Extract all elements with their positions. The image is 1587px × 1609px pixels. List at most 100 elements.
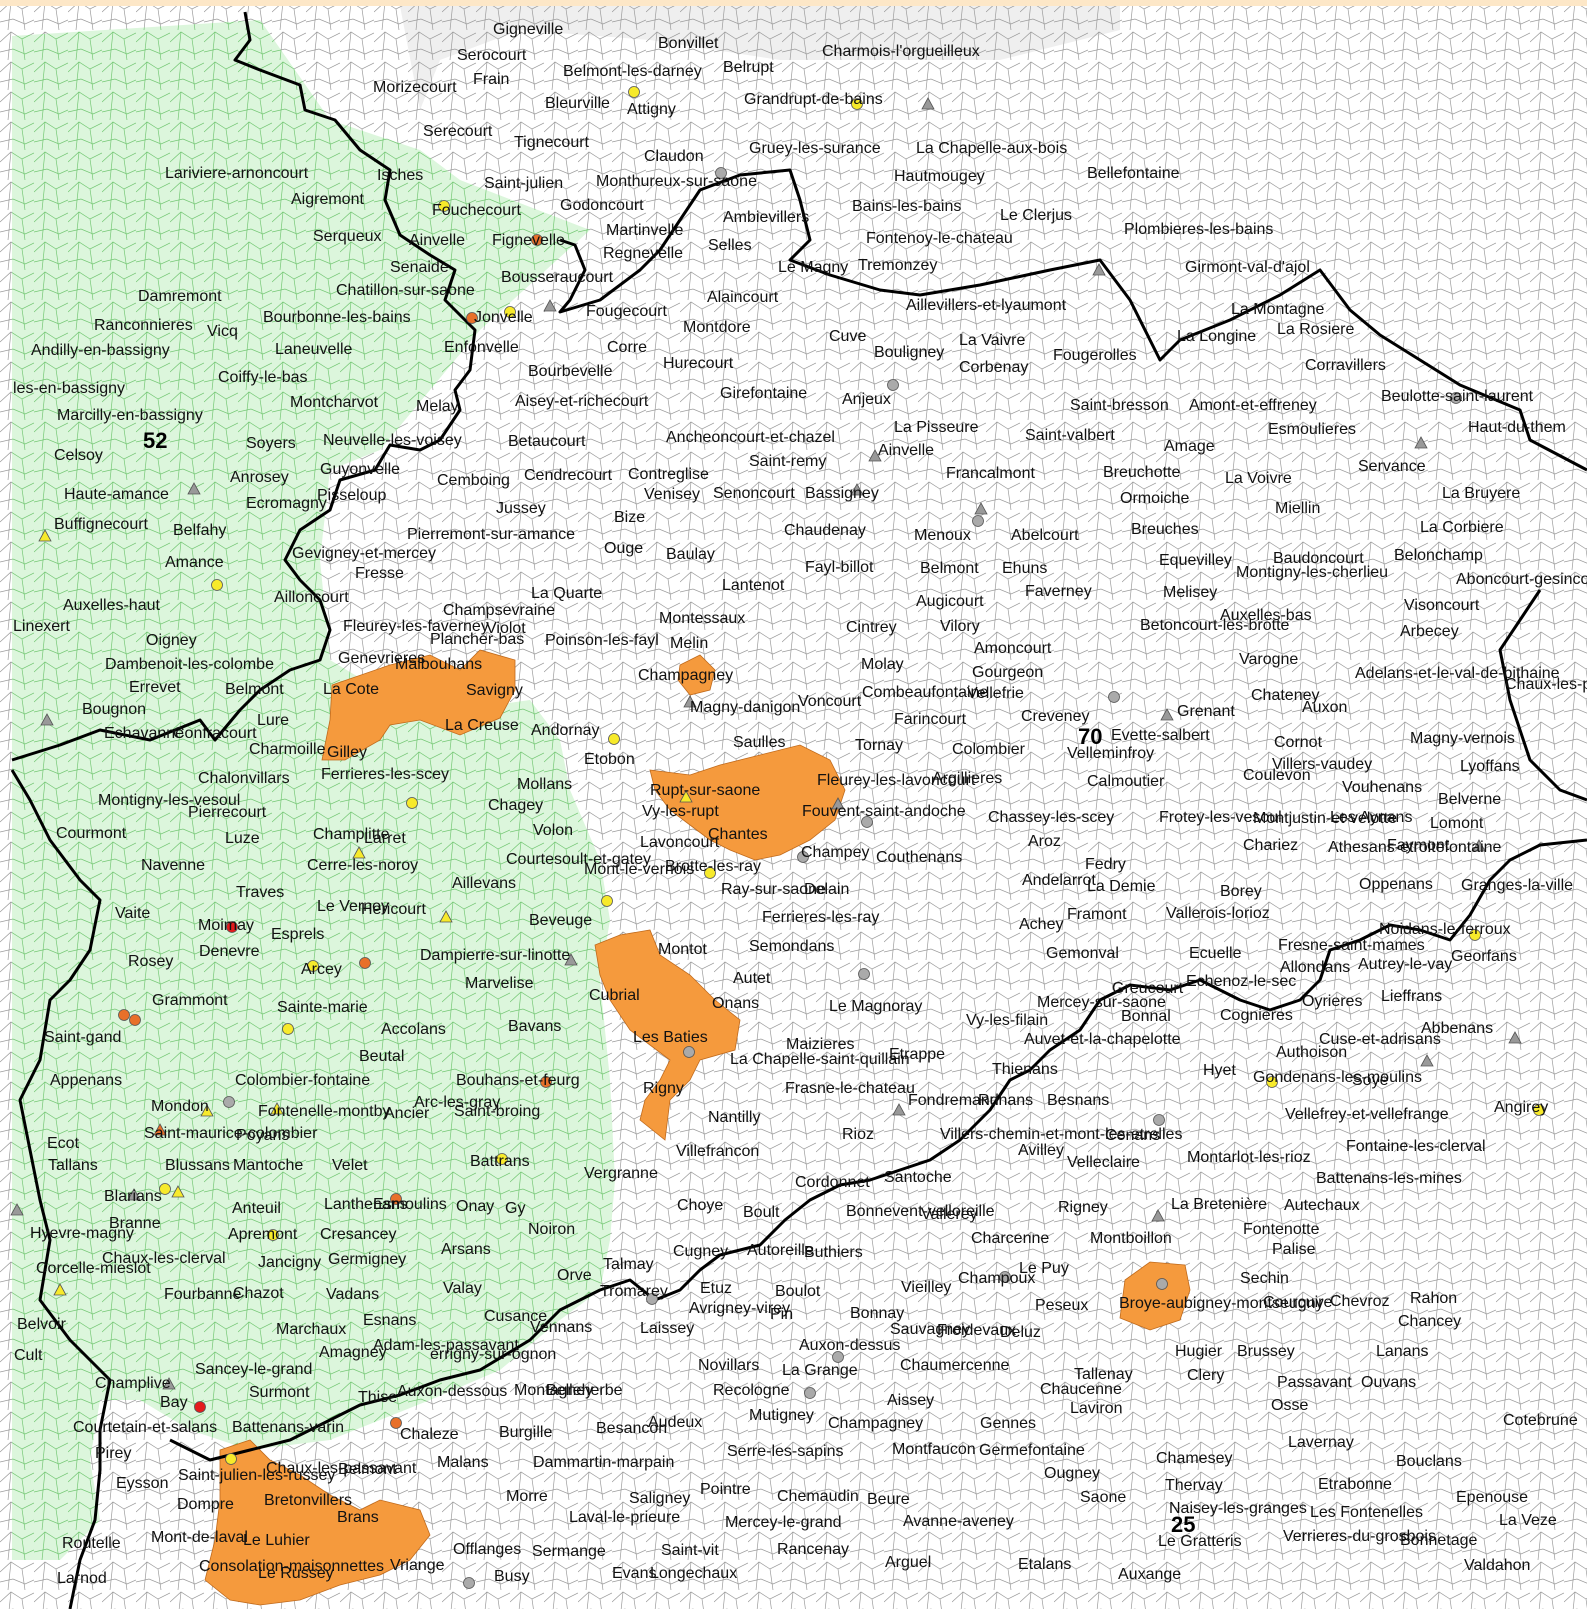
place-label: Plombieres-les-bains [1124,221,1273,238]
marker-circle-orange[interactable] [118,1009,130,1021]
marker-circle-yellow[interactable] [628,86,640,98]
marker-circle-gray[interactable] [861,816,873,828]
marker-triangle-gray[interactable] [921,97,935,110]
place-label: Fontaine-les-clerval [1346,1138,1486,1155]
marker-circle-orange[interactable] [390,1417,402,1429]
marker-triangle-yellow[interactable] [53,1283,67,1296]
marker-circle-yellow[interactable] [438,200,450,212]
marker-circle-gray[interactable] [646,1293,658,1305]
marker-circle-gray[interactable] [463,1577,475,1589]
marker-triangle-gray[interactable] [187,482,201,495]
marker-triangle-gray[interactable] [892,1103,906,1116]
marker-circle-orange[interactable] [129,1014,141,1026]
marker-triangle-gray[interactable] [831,797,845,810]
place-label: Brotte-les-ray [665,858,761,875]
marker-circle-gray[interactable] [858,968,870,980]
marker-circle-yellow[interactable] [406,797,418,809]
marker-triangle-yellow[interactable] [352,846,366,859]
marker-circle-yellow[interactable] [225,1453,237,1465]
marker-circle-orange[interactable] [531,234,543,246]
marker-circle-gray[interactable] [972,515,984,527]
place-label: Jussey [496,500,546,517]
place-label: Vergranne [584,1165,658,1182]
marker-circle-gray[interactable] [1108,691,1120,703]
marker-triangle-gray[interactable] [564,953,578,966]
place-label: Gennes [980,1415,1036,1432]
place-label: Greucourt [1112,980,1184,997]
marker-triangle-yellow[interactable] [38,529,52,542]
marker-circle-gray[interactable] [715,167,727,179]
marker-triangle-gray[interactable] [868,449,882,462]
marker-circle-orange[interactable] [540,1076,552,1088]
place-label: Creveney [1021,708,1089,725]
marker-circle-orange[interactable] [390,1193,402,1205]
marker-circle-yellow[interactable] [504,306,516,318]
place-label: Dompre [177,1496,234,1513]
marker-triangle-yellow[interactable] [270,1102,284,1115]
marker-circle-yellow[interactable] [496,1153,508,1165]
place-label: Vicq [207,323,238,340]
marker-circle-gray[interactable] [999,1271,1011,1283]
place-label: Saint-julien [484,175,563,192]
marker-circle-yellow[interactable] [1469,929,1481,941]
marker-circle-yellow[interactable] [267,1229,279,1241]
marker-triangle-gray[interactable] [40,713,54,726]
marker-triangle-gray[interactable] [1420,1054,1434,1067]
marker-circle-gray[interactable] [832,1351,844,1363]
marker-triangle-yellow[interactable] [679,790,693,803]
marker-triangle-gray[interactable] [1160,708,1174,721]
marker-circle-yellow[interactable] [1533,1104,1545,1116]
marker-circle-red[interactable] [226,921,238,933]
marker-circle-gray[interactable] [804,1387,816,1399]
place-label: Claudon [644,148,704,165]
place-label: Le Clerjus [1000,207,1072,224]
marker-triangle-gray[interactable] [1092,263,1106,276]
marker-circle-yellow[interactable] [704,867,716,879]
marker-circle-orange[interactable] [466,312,478,324]
marker-circle-gray[interactable] [683,1046,695,1058]
marker-circle-gray[interactable] [1153,1114,1165,1126]
marker-circle-gray[interactable] [1450,392,1462,404]
marker-triangle-gray[interactable] [1508,1031,1522,1044]
place-label: Sechin [1240,1270,1289,1287]
marker-circle-yellow[interactable] [211,579,223,591]
place-label: Mercey-sur-saone [1037,994,1166,1011]
place-label: Brans [337,1509,379,1526]
marker-circle-yellow[interactable] [159,1183,171,1195]
marker-triangle-gray[interactable] [850,483,864,496]
marker-triangle-gray[interactable] [974,502,988,515]
marker-circle-yellow[interactable] [282,1023,294,1035]
place-label: Coulevon [1243,767,1311,784]
marker-triangle-gray[interactable] [127,1188,141,1201]
place-label: Fedry [1085,856,1126,873]
marker-triangle-gray[interactable] [1414,436,1428,449]
place-label: Breuchotte [1103,464,1180,481]
marker-circle-gray[interactable] [887,379,899,391]
marker-triangle-orange[interactable] [153,1123,167,1136]
marker-circle-yellow[interactable] [851,98,863,110]
marker-circle-yellow[interactable] [608,733,620,745]
marker-circle-gray[interactable] [797,851,809,863]
place-label: Pierrecourt [188,804,267,821]
marker-circle-gray[interactable] [1156,1278,1168,1290]
marker-triangle-yellow[interactable] [439,910,453,923]
place-label: Germefontaine [979,1442,1085,1459]
marker-circle-yellow[interactable] [601,895,613,907]
place-label: Vieilley [901,1279,951,1296]
marker-triangle-gray[interactable] [1472,839,1486,852]
marker-circle-yellow[interactable] [307,960,319,972]
marker-circle-yellow[interactable] [1266,1076,1278,1088]
marker-triangle-gray[interactable] [683,695,697,708]
marker-circle-orange[interactable] [359,957,371,969]
marker-triangle-yellow[interactable] [200,1104,214,1117]
marker-triangle-yellow[interactable] [171,1185,185,1198]
marker-circle-gray[interactable] [223,1096,235,1108]
marker-triangle-gray[interactable] [543,299,557,312]
marker-triangle-gray[interactable] [10,1203,24,1216]
marker-triangle-gray[interactable] [162,1377,176,1390]
place-label: La Cote [323,681,379,698]
place-label: Audeux [648,1414,702,1431]
marker-triangle-gray[interactable] [1151,1209,1165,1222]
marker-circle-red[interactable] [194,1401,206,1413]
